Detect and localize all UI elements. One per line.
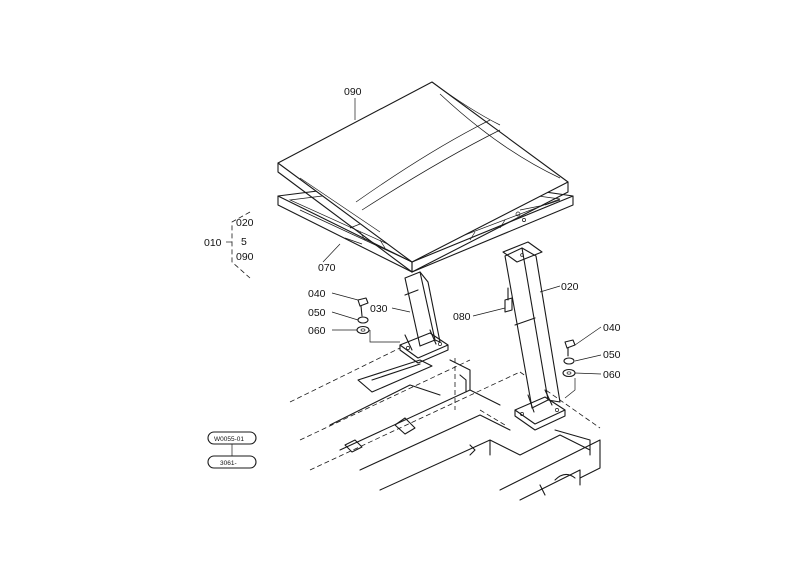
pillar-030 — [399, 271, 449, 364]
serial-stamp-top: W0055-01 — [214, 436, 244, 443]
callout-060-left: 060 — [308, 325, 326, 337]
callout-range-separator: 5 — [241, 236, 247, 248]
tractor-frame — [289, 347, 601, 501]
bolt-set-left — [356, 297, 370, 335]
callout-labels: 090 070 010 020 5 090 040 050 060 030 08… — [204, 86, 621, 381]
callout-080: 080 — [453, 311, 471, 323]
canopy-roof-090 — [277, 81, 569, 273]
callout-020: 020 — [561, 281, 579, 293]
pillar-020 — [502, 241, 566, 431]
callout-050-right: 050 — [603, 349, 621, 361]
bolt-set-right — [562, 339, 576, 378]
callout-090: 090 — [344, 86, 362, 98]
leader-lines — [322, 98, 602, 399]
callout-range-end-090: 090 — [236, 251, 254, 263]
serial-stamp-bottom: 3061- — [220, 460, 237, 467]
serial-stamp: W0055-01 3061- — [207, 431, 257, 469]
callout-060-right: 060 — [603, 369, 621, 381]
callout-050-left: 050 — [308, 307, 326, 319]
callout-040-right: 040 — [603, 322, 621, 334]
range-bracket — [226, 211, 251, 279]
callout-030: 030 — [370, 303, 388, 315]
callout-range-start-020: 020 — [236, 217, 254, 229]
callout-010: 010 — [204, 237, 222, 249]
callout-040-left: 040 — [308, 288, 326, 300]
callout-070: 070 — [318, 262, 336, 274]
